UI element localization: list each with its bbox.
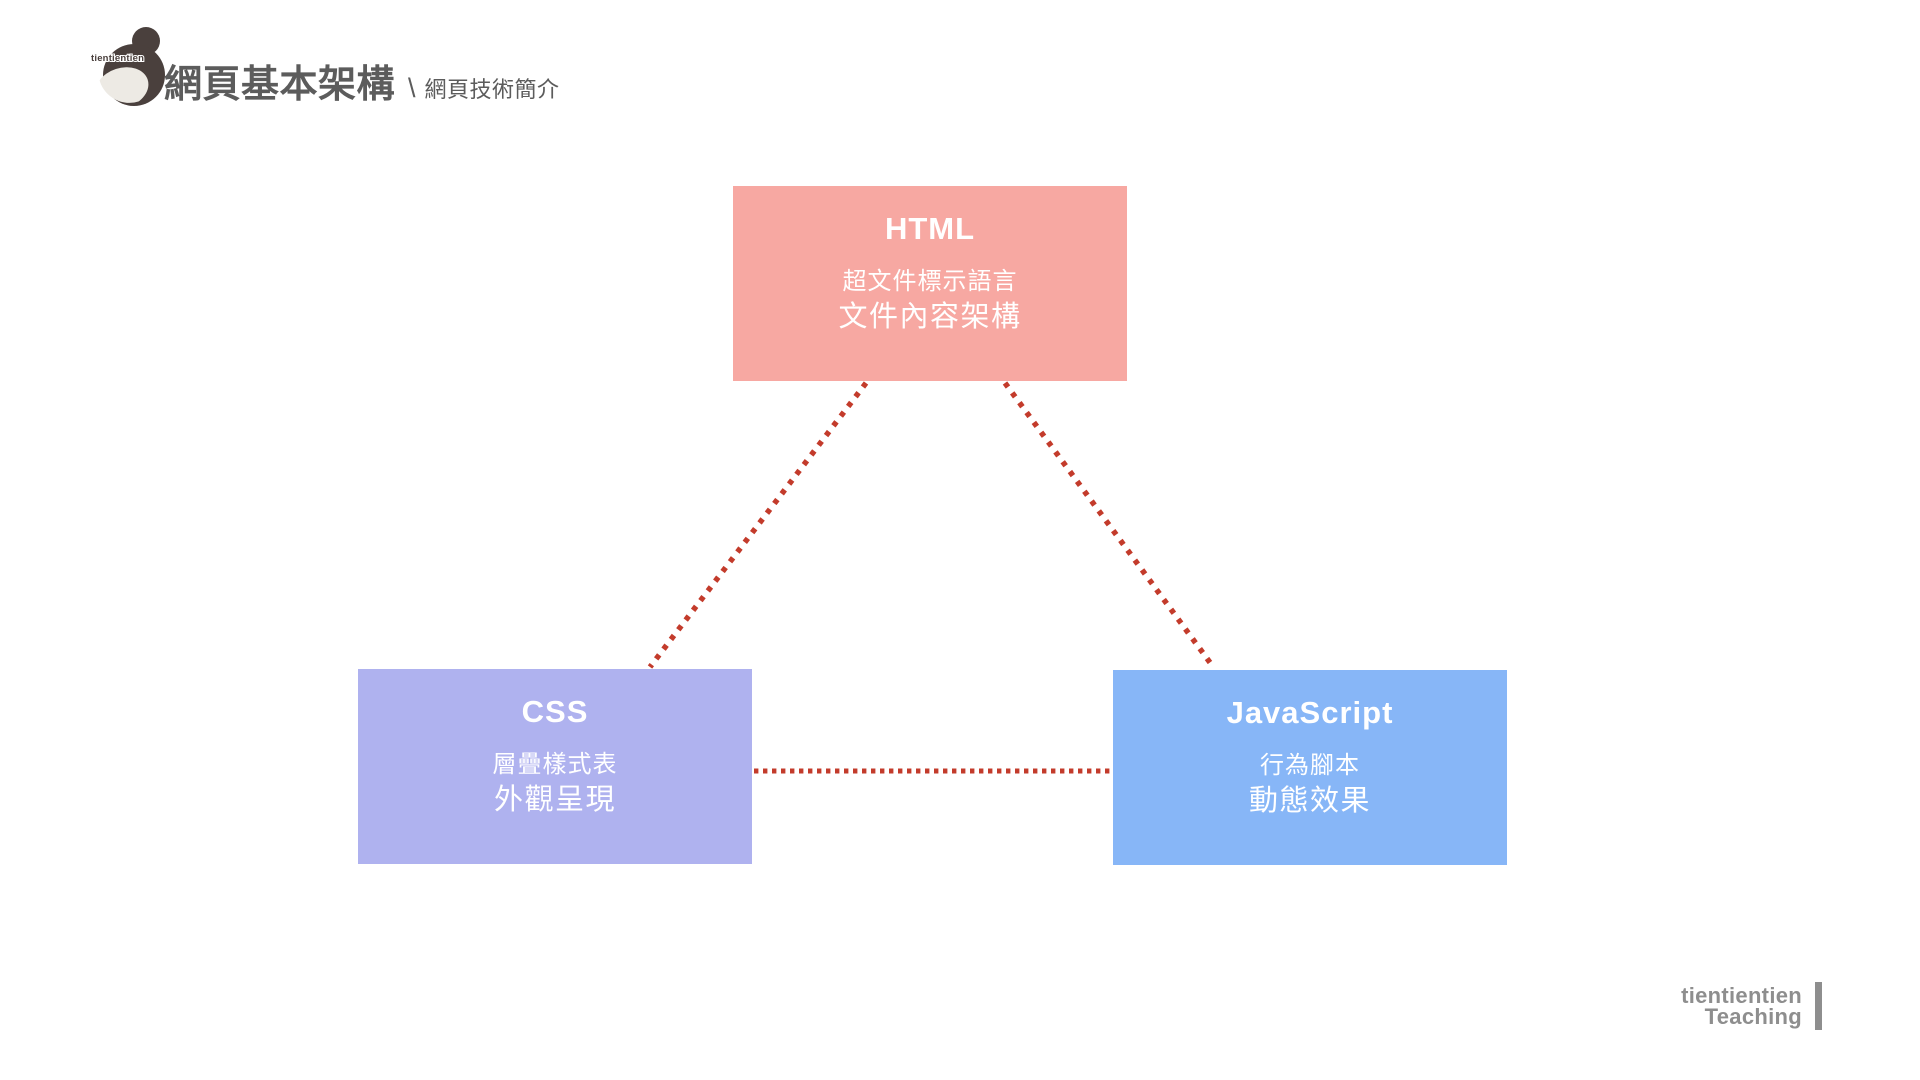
node-html-title: HTML bbox=[884, 211, 976, 246]
connector-html-js bbox=[1002, 381, 1217, 670]
brand-logo-icon: tientientien bbox=[90, 27, 165, 109]
footer-brand-line-1: tientientien bbox=[1681, 983, 1802, 1008]
footer-brand-text: tientientien Teaching bbox=[1681, 983, 1802, 1029]
node-css-subtitle: 層疊樣式表 bbox=[492, 751, 618, 778]
node-html-card: HTML 超文件標示語言 文件內容架構 bbox=[733, 186, 1127, 381]
node-css-title: CSS bbox=[521, 694, 589, 729]
node-html-description: 文件內容架構 bbox=[838, 301, 1022, 333]
node-html-subtitle: 超文件標示語言 bbox=[842, 268, 1018, 295]
node-js-card: JavaScript 行為腳本 動態效果 bbox=[1113, 670, 1507, 865]
header: 網頁基本架構 \ 網頁技術簡介 bbox=[164, 64, 560, 106]
footer-divider-bar bbox=[1815, 982, 1822, 1030]
footer-brand: tientientien Teaching bbox=[1681, 982, 1822, 1030]
footer-brand-line-2: Teaching bbox=[1704, 1004, 1802, 1029]
connector-html-css bbox=[647, 381, 869, 669]
logo-text: tientientien bbox=[91, 53, 144, 64]
node-js-title: JavaScript bbox=[1226, 695, 1394, 730]
page-subtitle: 網頁技術簡介 bbox=[424, 77, 560, 102]
page-title: 網頁基本架構 bbox=[164, 64, 396, 106]
node-css-card: CSS 層疊樣式表 外觀呈現 bbox=[358, 669, 752, 864]
node-js-subtitle: 行為腳本 bbox=[1260, 752, 1360, 779]
title-separator: \ bbox=[408, 73, 416, 103]
node-js-description: 動態效果 bbox=[1248, 785, 1371, 817]
node-css-description: 外觀呈現 bbox=[493, 784, 616, 816]
